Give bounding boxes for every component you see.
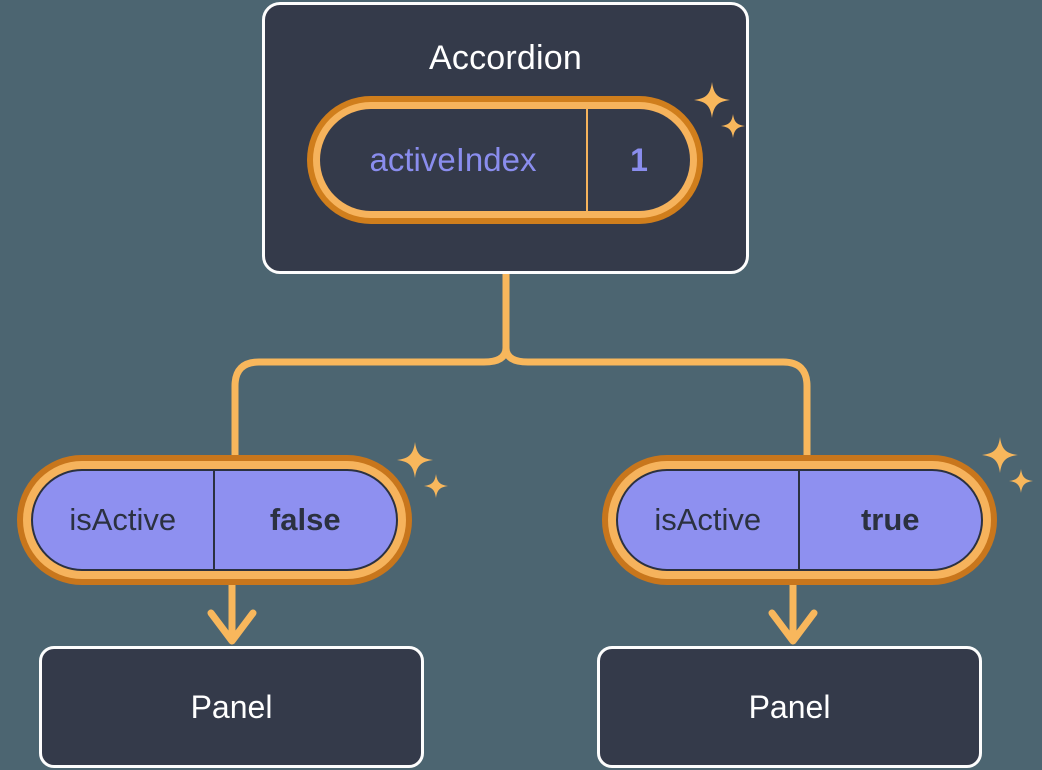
pill-surface: activeIndex 1 (320, 109, 690, 211)
pill-surface: isActive true (616, 469, 983, 571)
panel-title: Panel (748, 689, 831, 725)
state-value-label: false (269, 502, 341, 537)
connector-arrow-left-head (207, 609, 257, 645)
state-value-label: true (860, 502, 920, 537)
page-title: Accordion (429, 39, 582, 77)
state-key-label: isActive (33, 471, 215, 569)
connector-arrow-right-head (768, 609, 818, 645)
state-key-label: activeIndex (320, 109, 588, 211)
state-pill-activeindex[interactable]: activeIndex 1 (307, 96, 703, 224)
panel-node-card-right[interactable]: Panel (597, 646, 982, 768)
sparkle-icon-small (424, 474, 448, 498)
pill-surface: isActive false (31, 469, 398, 571)
state-key-label: isActive (618, 471, 800, 569)
sparkle-icon-large (982, 437, 1018, 473)
sparkle-icon-large (397, 442, 433, 478)
panel-title: Panel (190, 689, 273, 725)
state-pill-isactive-right[interactable]: isActive true (602, 455, 997, 585)
sparkle-icon-small (1009, 469, 1033, 493)
connector-branch-bar (231, 344, 811, 469)
state-pill-isactive-left[interactable]: isActive false (17, 455, 412, 585)
state-value-label: 1 (630, 141, 648, 178)
panel-node-card-left[interactable]: Panel (39, 646, 424, 768)
